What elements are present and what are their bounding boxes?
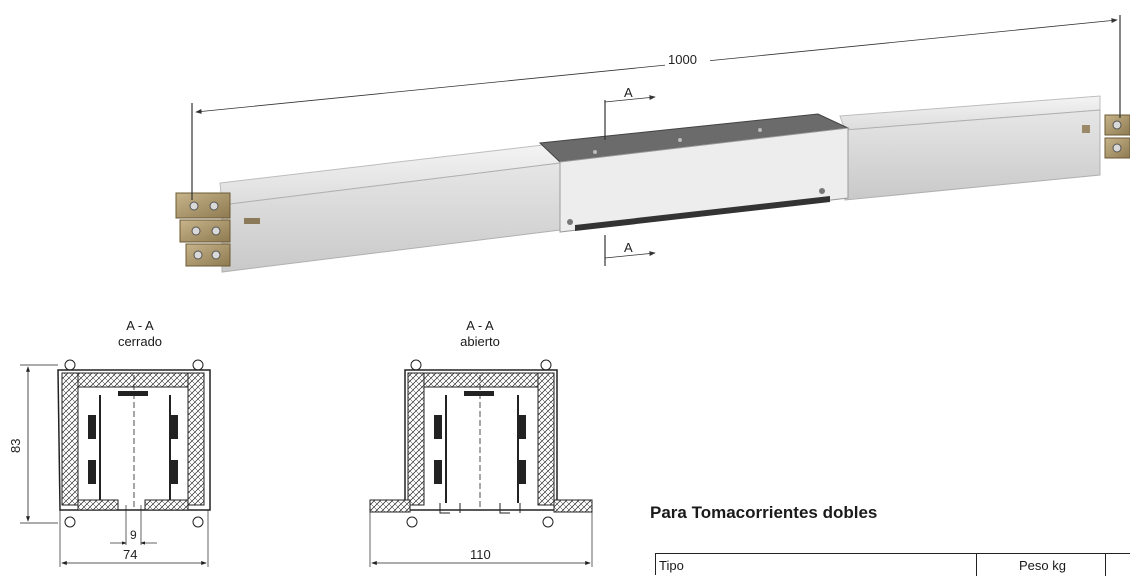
joint-cover — [538, 113, 850, 233]
gap-label: 9 — [130, 528, 137, 542]
busbar-left-section — [219, 142, 561, 273]
terminal-left — [175, 192, 231, 267]
busbar-right-section — [839, 95, 1101, 201]
width-label: 74 — [123, 547, 137, 562]
terminal-right — [1104, 114, 1130, 159]
column-divider — [1105, 554, 1106, 576]
length-label: 1000 — [668, 52, 697, 67]
column-header-type: Tipo — [659, 558, 684, 573]
column-header-weight: Peso kg — [1019, 558, 1066, 573]
spec-table: Tipo Peso kg — [655, 553, 1130, 576]
section-open-title: A - A — [466, 318, 494, 333]
section-closed-drawing: 83 74 9 — [8, 359, 211, 567]
section-cut-line: A A — [604, 85, 656, 266]
section-mark-top: A — [624, 85, 633, 100]
vent-slot — [244, 218, 260, 224]
column-divider — [976, 554, 977, 576]
section-open-drawing: 110 — [369, 359, 593, 567]
section-mark-bottom: A — [624, 240, 633, 255]
section-open-subtitle: abierto — [460, 334, 500, 349]
busbar-3d-view: 1000 A A — [175, 15, 1130, 273]
open-width-label: 110 — [470, 547, 491, 562]
table-title: Para Tomacorrientes dobles — [650, 503, 878, 522]
section-closed-title: A - A — [126, 318, 154, 333]
section-closed-subtitle: cerrado — [117, 334, 163, 349]
dimension-1000: 1000 — [191, 15, 1121, 200]
height-label: 83 — [8, 439, 23, 453]
